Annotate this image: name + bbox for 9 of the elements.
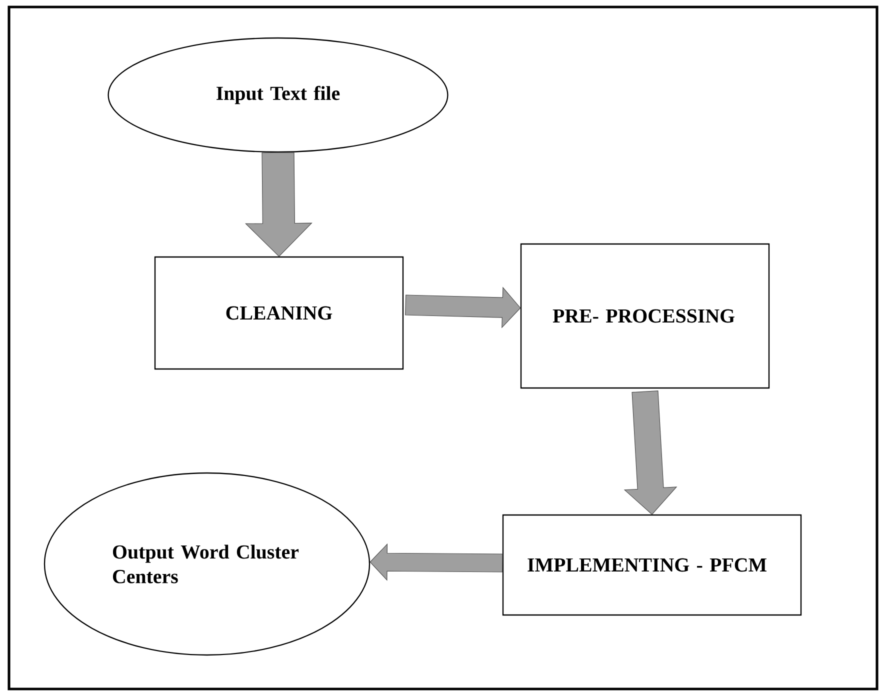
process-box: PRE- PROCESSING <box>520 243 770 389</box>
process-box: IMPLEMENTING - PFCM <box>502 514 802 616</box>
block-arrow <box>405 286 521 328</box>
ellipse-node: Output Word Cluster Centers <box>44 472 370 656</box>
block-arrow <box>370 543 503 581</box>
block-arrow <box>624 390 678 515</box>
process-box: CLEANING <box>154 256 404 370</box>
ellipse-node: Input Text file <box>108 37 448 153</box>
block-arrow <box>245 152 312 257</box>
